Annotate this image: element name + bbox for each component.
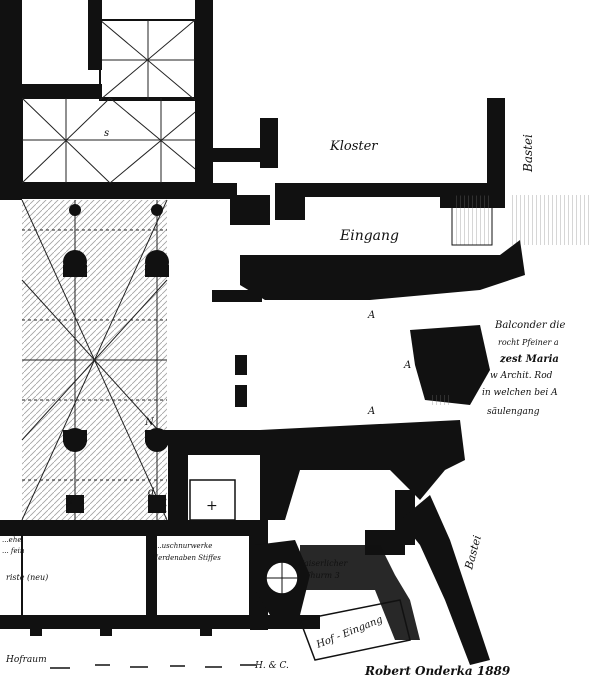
letter-t: T (68, 497, 76, 508)
label-room-left3: riste (neu) (6, 573, 48, 582)
center-wall-stubs (212, 290, 262, 407)
label-room-left1: ...ehe (2, 536, 21, 544)
label-room-mid1: ...uschnurwerke (155, 542, 212, 550)
tower-bastei-walls (300, 495, 490, 665)
ground-marks (50, 664, 256, 669)
note-line4: w Archit. Rod (490, 371, 553, 381)
label-room-mid2: Herdenaben Stiffes (151, 554, 221, 562)
label-kloster: Kloster (329, 139, 378, 154)
spiral-tower (255, 540, 310, 615)
label-bastei-top: Bastei (521, 134, 535, 173)
note-line2: rocht Pfeiner a (498, 338, 559, 347)
label-eingang-main: Eingang (339, 228, 399, 244)
note-line3: zest Maria (499, 354, 559, 365)
label-bottom-mark: H. & C. (254, 661, 289, 671)
letter-d: d (148, 487, 154, 498)
signature: Robert Onderka 1889 (364, 664, 511, 678)
label-room-left2: ... fein (2, 547, 25, 555)
label-tower1: Kaiserlicher (297, 559, 348, 568)
note-line1: Balconder die (494, 320, 565, 331)
bottom-rooms (0, 520, 320, 636)
note-line6: säulengang (487, 407, 540, 417)
letter-s: s (104, 128, 109, 139)
note-line5: in welchen bei A (482, 388, 558, 398)
letter-a1: A (367, 310, 375, 321)
plan-labels: Kloster Eingang Bastei Bastei Balconder … (2, 128, 565, 678)
main-passage (240, 240, 525, 300)
svg-text:+: + (206, 498, 218, 514)
label-bastei-side: Bastei (462, 534, 484, 572)
small-room-cross: + (189, 479, 236, 521)
label-bottom-left: Hofraum (5, 655, 47, 665)
letter-n: N (144, 417, 155, 428)
stairs-top-right (451, 194, 590, 246)
label-hof: Hof - Eingang (314, 614, 384, 651)
columned-hall (21, 199, 169, 521)
vaulted-chamber-top (0, 0, 237, 200)
upper-walls (212, 98, 505, 225)
balcony-block (410, 325, 490, 405)
letter-a3: A (367, 406, 375, 417)
letter-a2: A (403, 360, 411, 371)
hof-eingang-passage (298, 599, 411, 661)
label-tower2: Thurm 3 (305, 571, 340, 580)
